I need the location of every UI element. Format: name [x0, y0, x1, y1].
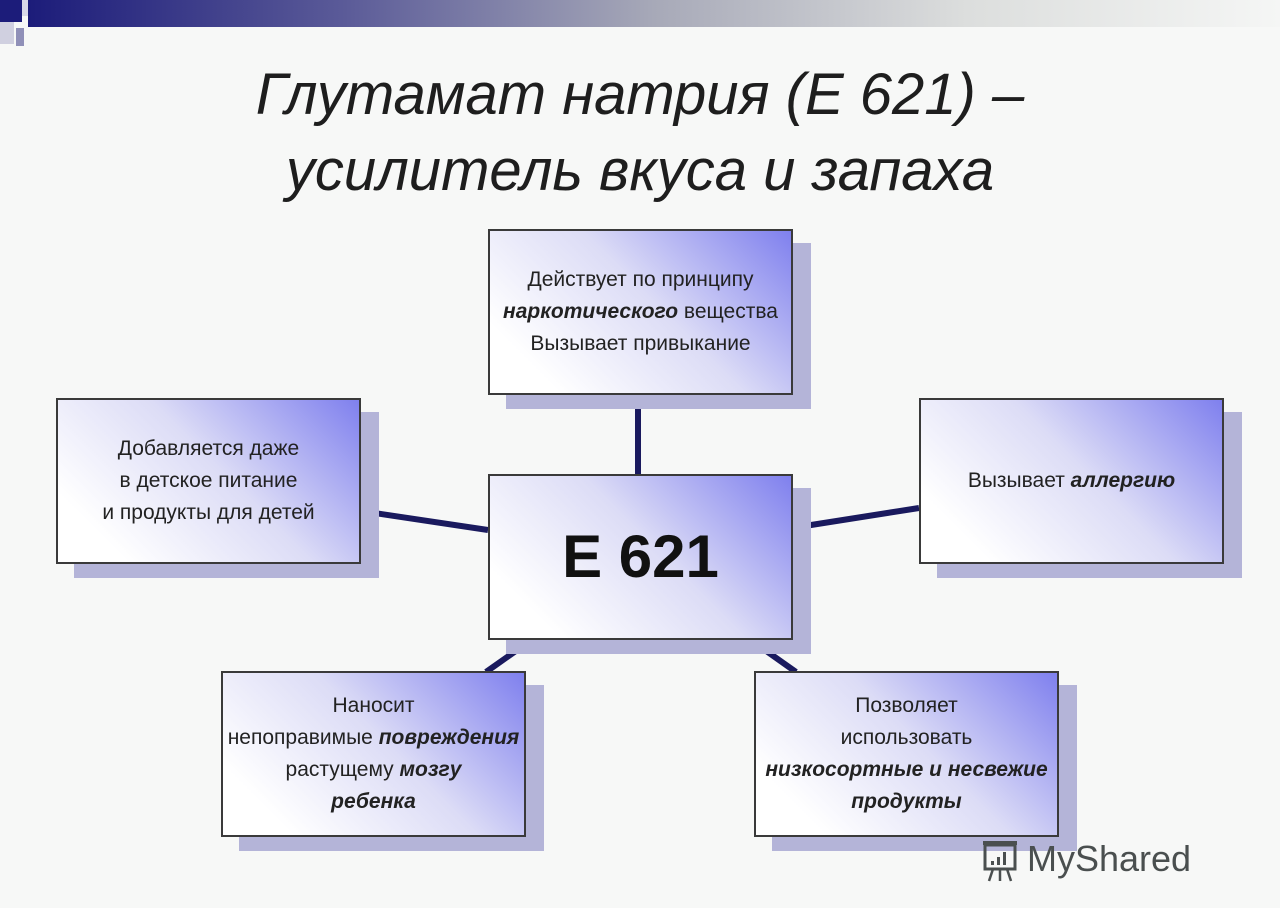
- decor-square: [0, 0, 22, 22]
- center-label: Е 621: [562, 523, 719, 590]
- node-text-bold: продукты: [851, 790, 962, 813]
- node-bottom-right: Позволяет использовать низкосортные и не…: [754, 671, 1059, 837]
- node-text: вещества: [678, 300, 778, 323]
- node-right: Вызывает аллергию: [919, 398, 1224, 564]
- decor-square: [0, 22, 14, 44]
- node-text-bold: наркотического: [503, 300, 679, 323]
- node-text: непоправимые: [227, 726, 379, 749]
- node-text-bold: ребенка: [331, 790, 416, 813]
- node-text-bold: аллергию: [1070, 469, 1176, 492]
- node-text-bold: повреждения: [378, 726, 520, 749]
- node-text: использовать: [840, 726, 973, 749]
- connector-bottom-left: [484, 645, 522, 675]
- node-left: Добавляется даже в детское питание и про…: [56, 398, 361, 564]
- node-bottom-left: Наносит непоправимые повреждения растуще…: [221, 671, 526, 837]
- node-text: Наносит: [332, 694, 415, 717]
- header-gradient-bar: [28, 0, 1280, 27]
- node-text: в детское питание: [119, 469, 298, 492]
- node-top: Действует по принципу наркотического вещ…: [488, 229, 793, 395]
- watermark-text: MyShared: [1027, 838, 1192, 879]
- node-text: Действует по принципу: [527, 268, 754, 291]
- node-text: Добавляется даже: [117, 437, 300, 460]
- node-text-bold: мозгу: [399, 758, 462, 781]
- node-center: Е 621: [488, 474, 793, 640]
- connector-right: [791, 505, 920, 531]
- node-text: Позволяет: [855, 694, 958, 717]
- myshared-watermark: MyShared: [975, 835, 1191, 883]
- slide-title-line1: Глутамат натрия (Е 621) –: [255, 62, 1025, 127]
- node-text-bold: низкосортные и несвежие: [765, 758, 1048, 781]
- node-text: и продукты для детей: [102, 501, 315, 524]
- connector-left: [360, 508, 489, 533]
- node-text: Вызывает привыкание: [530, 332, 751, 355]
- node-text: растущему: [285, 758, 400, 781]
- node-text: Вызывает: [967, 469, 1071, 492]
- decor-square: [16, 28, 24, 46]
- slide-title-line2: усилитель вкуса и запаха: [285, 138, 995, 203]
- presentation-board-icon: [983, 841, 1017, 882]
- connector-bottom-right: [760, 645, 798, 675]
